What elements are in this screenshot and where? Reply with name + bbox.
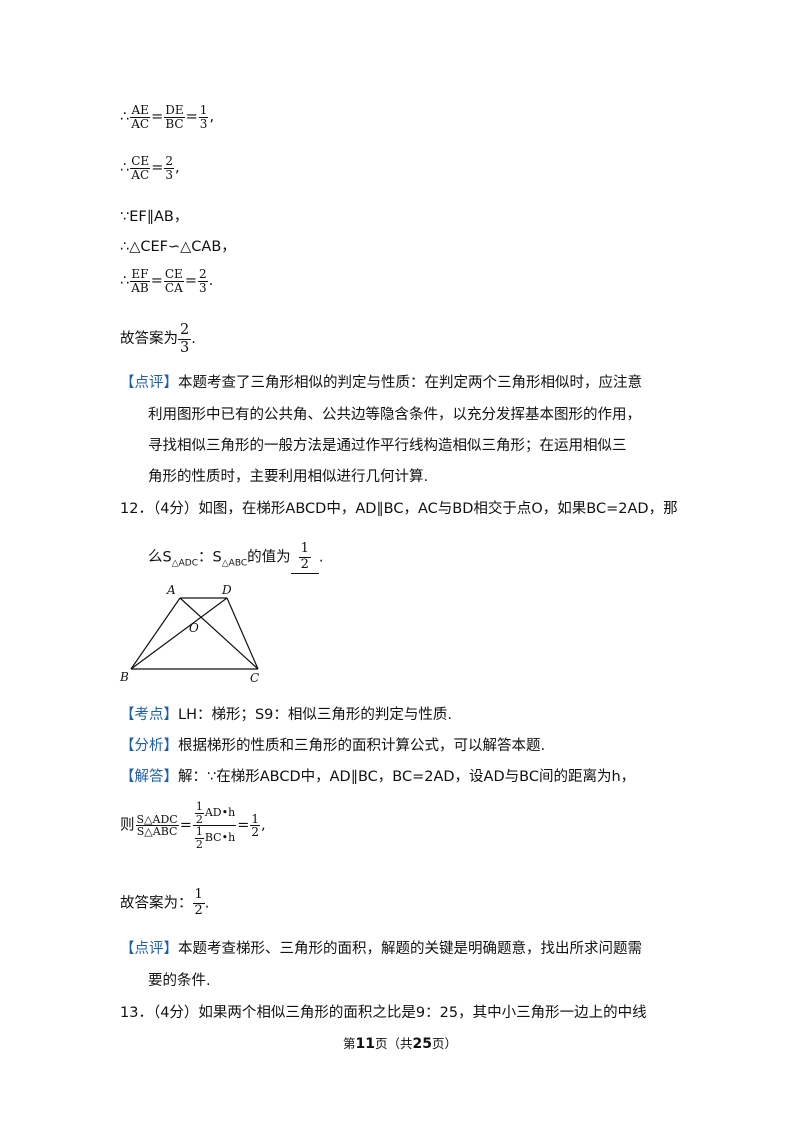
therefore-symbol: ∴ — [120, 109, 130, 126]
fenxi-tag: 【分析】 — [120, 738, 178, 754]
step-similar-line: ∴△CEF∽△CAB， — [120, 239, 236, 255]
kaodian-tag: 【考点】 — [120, 707, 178, 723]
fenxi-line: 【分析】根据梯形的性质和三角形的面积计算公式，可以解答本题. — [120, 738, 546, 754]
page-footer: 第11页（共25页） — [342, 1036, 457, 1052]
review-tag: 【点评】 — [120, 375, 178, 391]
step-parallel-line: ∵EF∥AB， — [120, 209, 189, 225]
review-1-line-4: 角形的性质时，主要利用相似进行几何计算. — [148, 469, 429, 485]
diagonal-ac — [179, 597, 259, 670]
question-12-stem: 12．（4分）如图，在梯形ABCD中，AD∥BC，AC与BD相交于点O，如果BC… — [120, 501, 678, 517]
label-o: O — [189, 621, 199, 635]
segment-dc — [226, 597, 259, 670]
review-paragraph-2: 【点评】本题考查梯形、三角形的面积，解题的关键是明确题意，找出所求问题需 — [120, 941, 642, 957]
review-paragraph-1: 【点评】本题考查了三角形相似的判定与性质：在判定两个三角形相似时，应注意 — [120, 375, 642, 391]
label-d: D — [221, 583, 232, 597]
jieda-line: 【解答】解：∵在梯形ABCD中，AD∥BC，BC=2AD，设AD与BC间的距离为… — [120, 769, 636, 785]
jieda-tag: 【解答】 — [120, 769, 178, 785]
question-13-stem: 13．（4分）如果两个相似三角形的面积之比是9：25，其中小三角形一边上的中线 — [120, 1005, 647, 1021]
page-number: 11 — [355, 1036, 375, 1052]
total-pages: 25 — [412, 1036, 432, 1052]
review-1-line-3: 寻找相似三角形的一般方法是通过作平行线构造相似三角形；在运用相似三 — [148, 438, 627, 454]
label-b: B — [119, 670, 129, 684]
label-a: A — [166, 583, 176, 597]
kaodian-line: 【考点】LH：梯形；S9：相似三角形的判定与性质. — [120, 707, 453, 723]
review-2-line-2: 要的条件. — [148, 973, 211, 989]
label-c: C — [250, 671, 259, 685]
review-1-line-2: 利用图形中已有的公共角、公共边等隐含条件，以充分发挥基本图形的作用， — [148, 407, 641, 423]
trapezoid-figure: A D O B C — [119, 583, 259, 685]
segment-ab — [130, 597, 181, 670]
diagonal-bd — [130, 597, 228, 670]
review-2-tag: 【点评】 — [120, 941, 178, 957]
